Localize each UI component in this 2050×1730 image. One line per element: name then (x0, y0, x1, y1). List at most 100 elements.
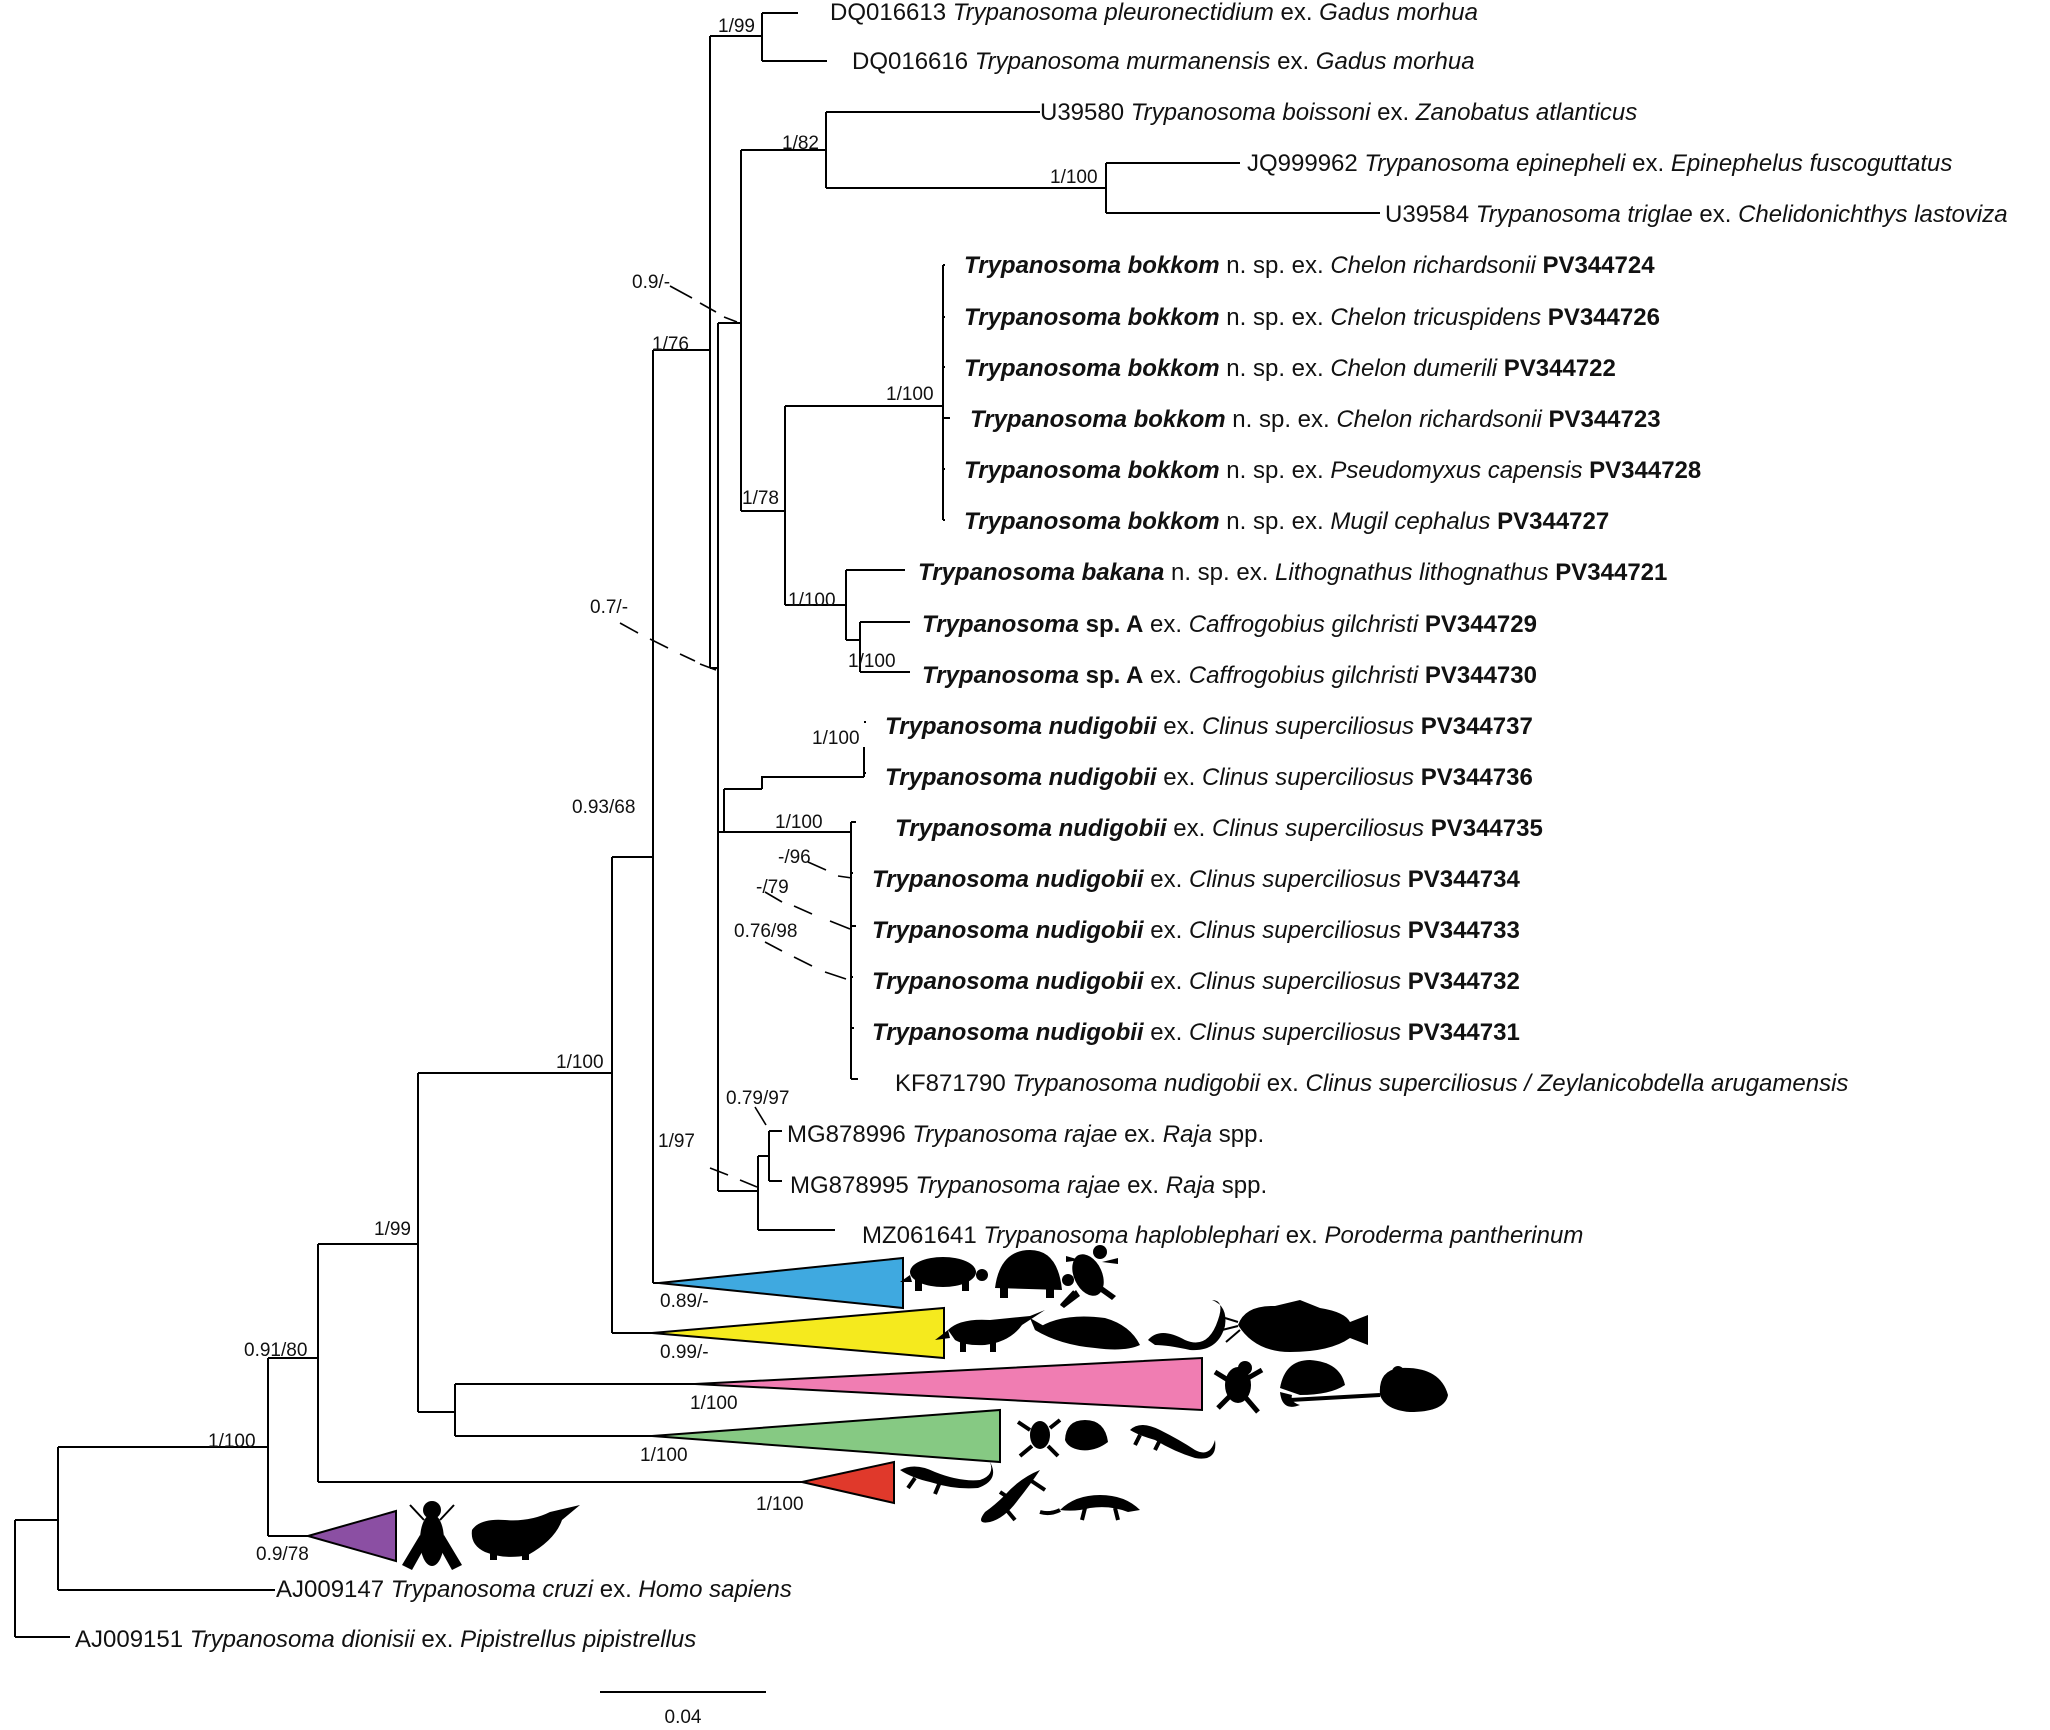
taxon-label-part: ex. (1274, 0, 1319, 26)
taxon-label: Trypanosoma nudigobii ex. Clinus superci… (895, 815, 1543, 842)
taxon-label-part: PV344735 (1424, 815, 1543, 842)
taxon-label: DQ016616 Trypanosoma murmanensis ex. Gad… (852, 48, 1475, 75)
taxon-label: MG878996 Trypanosoma rajae ex. Raja spp. (787, 1121, 1264, 1148)
support-value: 1/100 (690, 1393, 738, 1414)
tree-branches (14, 12, 1380, 1638)
taxon-label-part: n. sp. ex. (1226, 406, 1337, 433)
collapsed-clade-yellow (651, 1306, 945, 1360)
support-value: 0.76/98 (734, 921, 797, 942)
taxon-label-part: Trypanosoma pleuronectidium (953, 0, 1274, 26)
support-value: 0.93/68 (572, 797, 635, 818)
taxon-label: Trypanosoma nudigobii ex. Clinus superci… (872, 1019, 1520, 1046)
taxon-label: Trypanosoma nudigobii ex. Clinus superci… (885, 764, 1533, 791)
taxon-label-part: Pseudomyxus capensis (1330, 457, 1582, 484)
taxon-label-part: ex. (1157, 764, 1202, 791)
support-leader-lines (619, 285, 853, 1188)
taxon-label-part: PV344722 (1497, 355, 1616, 382)
taxon-label: AJ009147 Trypanosoma cruzi ex. Homo sapi… (276, 1576, 792, 1603)
taxon-label-part: Caffrogobius gilchristi (1189, 662, 1419, 689)
chameleon-icon (1280, 1360, 1381, 1407)
taxon-label-part: Chelon richardsonii (1336, 406, 1542, 433)
support-value: 0.89/- (660, 1291, 709, 1312)
taxon-label: Trypanosoma nudigobii ex. Clinus superci… (885, 713, 1533, 740)
taxon-label-part: ex. (1167, 815, 1212, 842)
crocodile-icon (935, 1310, 1045, 1352)
taxon-label-part: Chelon dumerili (1330, 355, 1497, 382)
taxon-label-part: spp. (1212, 1121, 1264, 1148)
taxon-label: Trypanosoma sp. A ex. Caffrogobius gilch… (922, 611, 1537, 638)
taxon-label-part: Epinephelus fuscoguttatus (1671, 150, 1953, 177)
taxon-label: Trypanosoma bokkom n. sp. ex. Chelon ric… (970, 406, 1661, 433)
collapsed-clade-green (651, 1408, 1001, 1464)
taxon-label-part: Lithognathus lithognathus (1275, 559, 1549, 586)
taxon-label-part: Caffrogobius gilchristi (1189, 611, 1419, 638)
taxon-label-part: Clinus superciliosus (1189, 866, 1401, 893)
eel-icon (1148, 1300, 1226, 1351)
taxon-label-part: ex. (593, 1576, 638, 1603)
taxon-label-part: DQ016613 (830, 0, 953, 26)
crocodile-icon-purple (471, 1505, 580, 1560)
taxon-label-part: Trypanosoma dionisii (190, 1626, 416, 1653)
support-value: 1/100 (788, 590, 836, 611)
support-value: 1/100 (756, 1494, 804, 1515)
manatee-icon (1030, 1316, 1140, 1350)
taxon-label-part: Gadus morhua (1316, 48, 1475, 75)
taxon-label-part: Zanobatus atlanticus (1415, 99, 1637, 126)
taxon-label-part: PV344732 (1401, 968, 1520, 995)
gecko-icon (981, 1470, 1047, 1523)
taxon-label-part: Clinus superciliosus (1189, 1019, 1401, 1046)
taxon-label-part: Trypanosoma murmanensis (975, 48, 1271, 75)
taxon-label-part: PV344726 (1541, 304, 1660, 331)
taxon-label-part: Trypanosoma bokkom (964, 355, 1220, 382)
taxon-label-part: n. sp. ex. (1220, 355, 1331, 382)
taxon-label-part: Trypanosoma nudigobii (872, 917, 1145, 944)
taxon-label-part: PV344730 (1418, 662, 1537, 689)
taxon-label-part: Clinus superciliosus / Zeylanicobdella a… (1305, 1070, 1848, 1097)
taxon-label-part: Chelon tricuspidens (1330, 304, 1541, 331)
taxon-label-part: Trypanosoma boissoni (1131, 99, 1371, 126)
taxon-label: Trypanosoma bokkom n. sp. ex. Chelon ric… (964, 252, 1655, 279)
taxon-label-part: Chelon richardsonii (1330, 252, 1536, 279)
taxon-label-part: ex. (1144, 866, 1189, 893)
taxon-label: Trypanosoma bakana n. sp. ex. Lithognath… (918, 559, 1667, 586)
taxon-labels: DQ016613 Trypanosoma pleuronectidium ex.… (75, 0, 2008, 1653)
support-value: 1/76 (652, 334, 689, 355)
support-value: 0.9/- (632, 272, 670, 293)
host-silhouettes (402, 1245, 1448, 1570)
taxon-label: JQ999962 Trypanosoma epinepheli ex. Epin… (1247, 150, 1952, 177)
support-value: 1/82 (782, 133, 819, 154)
taxon-label-part: Clinus superciliosus (1212, 815, 1424, 842)
taxon-label-part: Poroderma pantherinum (1325, 1222, 1584, 1249)
taxon-label-part: Trypanosoma bokkom (964, 304, 1220, 331)
taxon-label-part: Clinus superciliosus (1189, 917, 1401, 944)
taxon-label-part: Chelidonichthys lastoviza (1738, 201, 2007, 228)
taxon-label: U39584 Trypanosoma triglae ex. Chelidoni… (1385, 201, 2008, 228)
taxon-label-part: Trypanosoma bokkom (970, 406, 1226, 433)
support-value: -/96 (778, 847, 811, 868)
taxon-label-part: ex. (1144, 968, 1189, 995)
taxon-label-part: Clinus superciliosus (1202, 713, 1414, 740)
taxon-label-part: Trypanosoma triglae (1476, 201, 1693, 228)
taxon-label-part: ex. (1144, 1019, 1189, 1046)
taxon-label: AJ009151 Trypanosoma dionisii ex. Pipist… (75, 1626, 696, 1653)
toad-icon-small (1065, 1420, 1108, 1451)
support-value: 0.99/- (660, 1342, 709, 1363)
taxon-label-part: MG878995 (790, 1172, 915, 1199)
taxon-label-part: sp. A (1079, 662, 1143, 689)
support-value: 1/78 (742, 488, 779, 509)
catfish-icon (1221, 1300, 1368, 1352)
taxon-label-part: ex. (1370, 99, 1415, 126)
taxon-label-part: sp. A (1079, 611, 1143, 638)
taxon-label-part: AJ009147 (276, 1576, 391, 1603)
taxon-label-part: PV344723 (1542, 406, 1661, 433)
taxon-label-part: ex. (1117, 1121, 1162, 1148)
taxon-label-part: n. sp. ex. (1220, 457, 1331, 484)
taxon-label-part: Trypanosoma rajae (912, 1121, 1117, 1148)
support-value: 1/100 (886, 384, 934, 405)
taxon-label-part: ex. (1157, 713, 1202, 740)
collapsed-clade-red (801, 1460, 895, 1505)
taxon-label: KF871790 Trypanosoma nudigobii ex. Clinu… (895, 1070, 1848, 1097)
taxon-label: Trypanosoma nudigobii ex. Clinus superci… (872, 917, 1520, 944)
